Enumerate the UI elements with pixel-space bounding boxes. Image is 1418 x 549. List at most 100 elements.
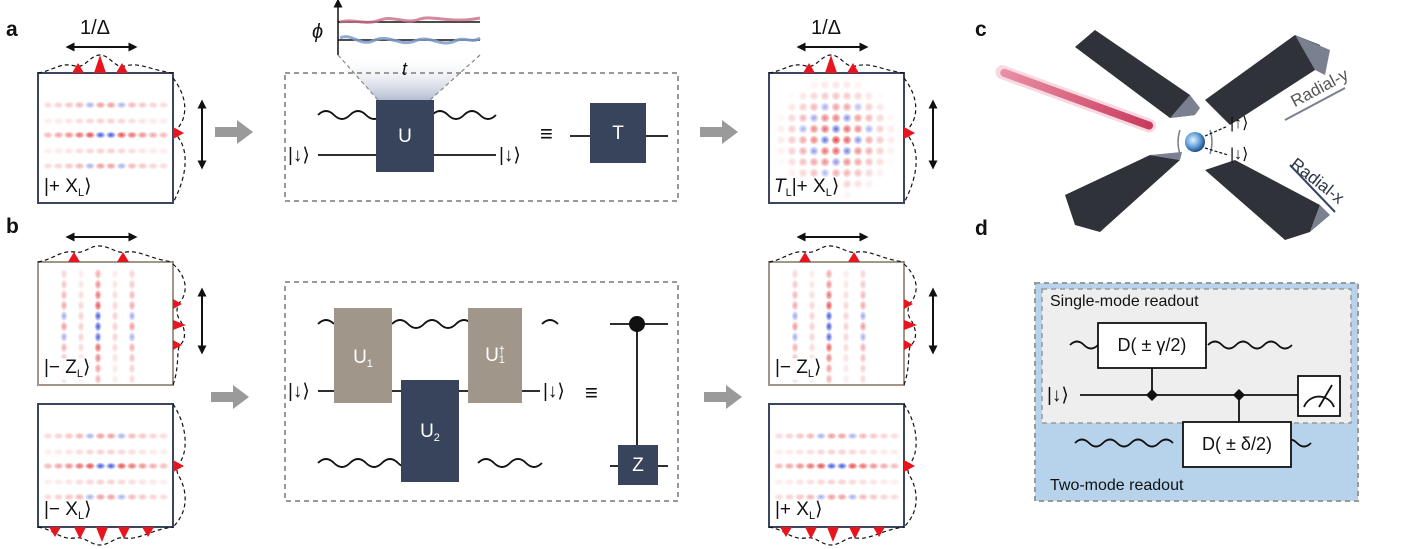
wigner-blob [852, 79, 864, 91]
wigner-blob [885, 112, 897, 124]
wigner-blob [52, 162, 65, 170]
wigner-blob [157, 448, 170, 456]
wigner-blob [77, 299, 85, 312]
wigner-blob [808, 90, 820, 102]
wigner-blob [804, 478, 817, 486]
wigner-blob [836, 432, 848, 440]
wigner-blob [105, 432, 117, 440]
wigner-blob [875, 91, 886, 102]
wigner-blob [147, 478, 159, 486]
wigner-blob [791, 289, 799, 301]
wigner-blob [126, 147, 138, 155]
wigner-blob [775, 145, 787, 157]
wigner-blob [808, 331, 816, 343]
wigner-blob [773, 493, 785, 501]
wigner-blob [859, 278, 867, 291]
wigner-blob [852, 123, 864, 135]
wigner-blob [786, 134, 798, 146]
wigner-blob [73, 162, 86, 170]
wigner-blob [94, 101, 107, 109]
wigner-blob [111, 278, 119, 291]
wigner-blob [808, 156, 820, 168]
wigner-blob [783, 432, 796, 440]
state-label-b-top-in: |− ZL⟩ [42, 357, 93, 380]
wigner-blob [157, 131, 170, 139]
wigner-blob [136, 432, 149, 440]
mode-line-d-top [1069, 340, 1293, 350]
wigner-blob [115, 432, 128, 440]
spin-in-a: |↓⟩ [288, 145, 310, 166]
wigner-blob [157, 432, 170, 440]
wigner-blob [52, 131, 65, 139]
wigner-blob [60, 310, 68, 322]
wigner-blob [773, 448, 785, 456]
wigner-blob [147, 448, 159, 456]
wigner-blob [815, 448, 827, 456]
wigner-blob [830, 101, 842, 113]
funnel-projection [338, 55, 480, 100]
wigner-blob [42, 478, 54, 486]
wigner-blob [797, 112, 809, 124]
wigner-blob [115, 493, 128, 501]
wigner-blob [825, 493, 838, 501]
wigner-blob [846, 448, 859, 456]
wigner-blob [52, 462, 65, 470]
wigner-blob [841, 123, 853, 135]
wigner-blob [52, 101, 65, 109]
wigner-blob [886, 157, 897, 168]
wigner-blob [786, 123, 798, 135]
gate-D-delta-label: D( ± δ/2) [1202, 434, 1272, 454]
wigner-blob [115, 117, 128, 125]
wigner-blob [842, 278, 850, 291]
electrode-top-left [1075, 30, 1200, 118]
wigner-blob [52, 448, 65, 456]
wigner-blob [94, 117, 107, 125]
wigner-blob [60, 341, 68, 354]
wigner-blob [105, 131, 117, 139]
wigner-blob [857, 493, 869, 501]
gate-Z [618, 445, 658, 485]
wigner-blob [63, 101, 75, 109]
wigner-blob [94, 341, 102, 354]
wigner-blob [136, 147, 149, 155]
wigner-blob [84, 131, 96, 139]
wigner-blob [60, 268, 68, 280]
wigner-blob [797, 90, 809, 102]
wigner-blob [841, 112, 853, 124]
wigner-blob [859, 310, 867, 322]
wigner-blob [841, 156, 853, 168]
wigner-blob [825, 362, 833, 375]
wigner-blob [111, 289, 119, 301]
wigner-blob [60, 299, 68, 312]
wigner-blob [852, 134, 864, 146]
wigner-blob [885, 134, 897, 146]
wigner-blob [863, 156, 875, 168]
wigner-blob [841, 90, 853, 102]
wigner-blob [825, 478, 838, 486]
gate-U1-label: U1 [353, 347, 373, 370]
panel-label-b: b [6, 215, 19, 238]
wigner-blob [842, 310, 850, 322]
wigner-blob [111, 341, 119, 354]
wigner-blob [63, 131, 75, 139]
wigner-blob [852, 145, 864, 157]
process-arrow-a-2 [700, 120, 738, 144]
wigner-blob [808, 167, 820, 179]
wigner-blob [857, 448, 869, 456]
wigner-blob [136, 448, 149, 456]
wigner-blob [94, 268, 102, 280]
wigner-blob [105, 493, 117, 501]
wigner-blob [874, 123, 886, 135]
wigner-blob [63, 117, 75, 125]
state-label-a-out: TL|+ XL⟩ [772, 176, 842, 199]
wigner-blob [94, 493, 107, 501]
wigner-blob [797, 123, 809, 135]
wigner-blob [888, 448, 901, 456]
wigner-blob [836, 493, 848, 501]
wigner-blob [115, 448, 128, 456]
wigner-blob [841, 101, 853, 113]
wigner-blob [830, 90, 842, 102]
wigner-blob [804, 462, 817, 470]
wigner-blob [157, 117, 170, 125]
wigner-blob [773, 478, 785, 486]
